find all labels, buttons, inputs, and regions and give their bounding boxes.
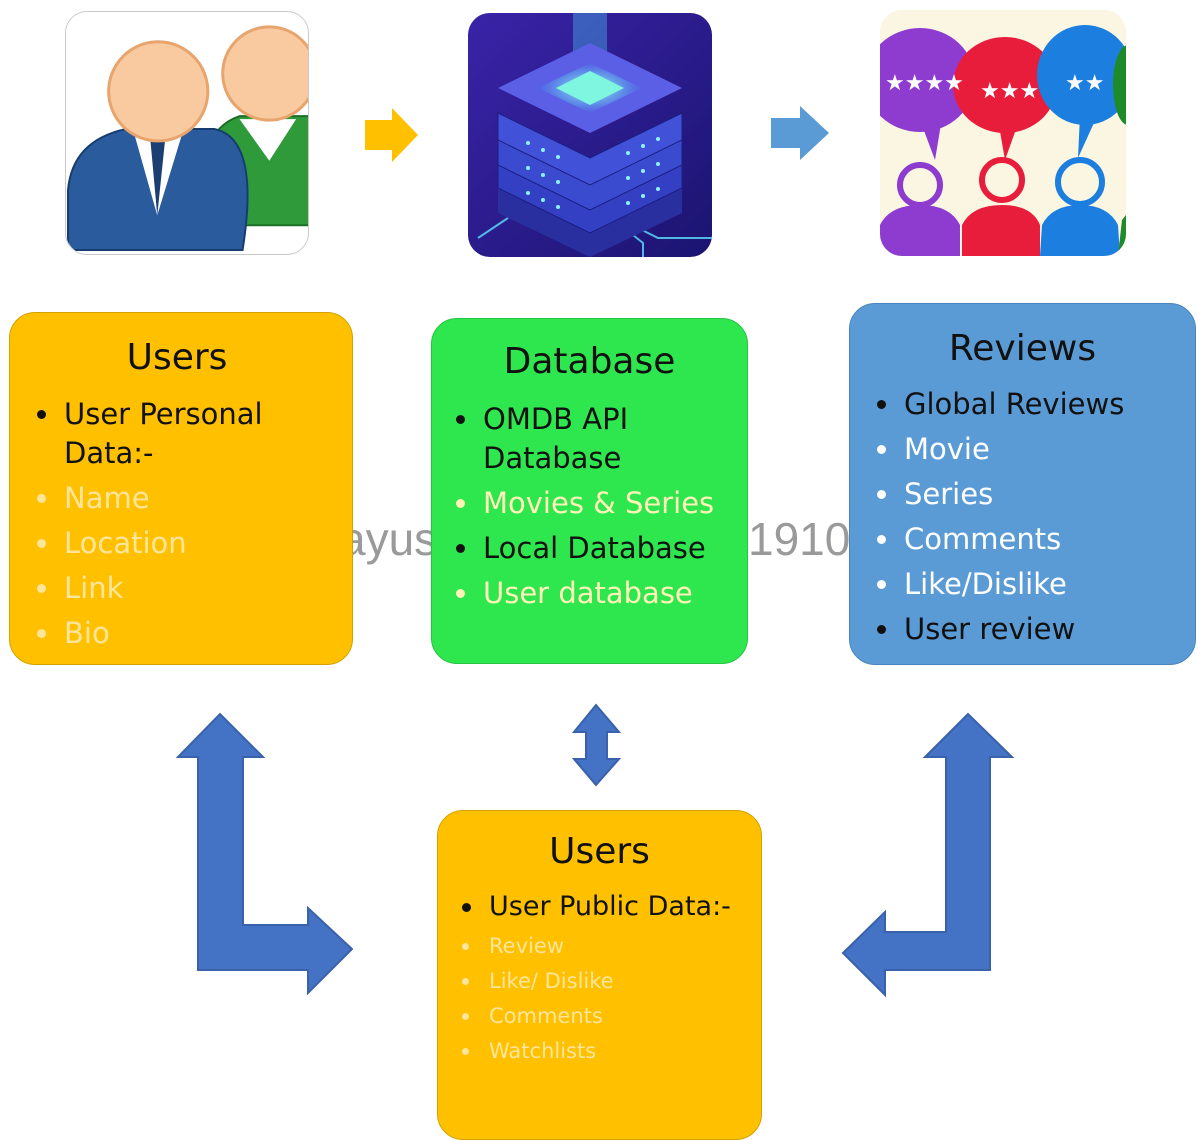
l-shaped-arrow-icon [175, 712, 354, 996]
reviews-box: Reviews Global Reviews Movie Series Comm… [849, 303, 1196, 665]
list-item: User review [877, 610, 1195, 649]
svg-text:★★★: ★★★ [980, 79, 1039, 104]
list-item: User Public Data:- [462, 890, 761, 924]
list-item: User database [456, 574, 747, 613]
list-item: Watchlists [462, 1037, 761, 1066]
users-personal-list: User Personal Data:- Name Location Link … [37, 395, 352, 653]
svg-text:★★: ★★ [1065, 71, 1104, 96]
users-personal-data-box: Users User Personal Data:- Name Location… [9, 312, 353, 665]
double-arrow-icon [571, 703, 622, 787]
arrow-right-icon [365, 108, 418, 162]
list-item: Comments [462, 1002, 761, 1031]
l-shaped-arrow-icon [841, 712, 1015, 998]
list-item: Movies & Series [456, 484, 747, 523]
box-title: Users [126, 337, 228, 378]
list-item: Series [877, 475, 1195, 514]
list-item: Bio [37, 614, 352, 653]
box-title: Database [503, 341, 676, 382]
list-item: Like/Dislike [877, 565, 1195, 604]
review-speech-bubbles-icon: ★★★★ ★★★ ★★ [880, 10, 1126, 256]
database-box: Database OMDB API Database Movies & Seri… [431, 318, 748, 664]
list-item: Comments [877, 520, 1195, 559]
users-group-icon [65, 11, 309, 255]
watermark-left: ayus [340, 513, 438, 565]
reviews-list: Global Reviews Movie Series Comments Lik… [877, 385, 1195, 649]
list-item: Global Reviews [877, 385, 1195, 424]
list-item: Local Database [456, 529, 747, 568]
list-item: OMDB API Database [456, 400, 747, 478]
list-item: Movie [877, 430, 1195, 469]
list-item: Review [462, 932, 761, 961]
users-public-list: User Public Data:- Review Like/ Dislike … [462, 890, 761, 1066]
users-public-data-box: Users User Public Data:- Review Like/ Di… [437, 810, 762, 1140]
list-item: Link [37, 569, 352, 608]
database-list: OMDB API Database Movies & Series Local … [456, 400, 747, 613]
watermark-right: 1910 [748, 513, 851, 565]
box-title: Reviews [948, 328, 1097, 369]
list-item: Like/ Dislike [462, 967, 761, 996]
list-item: Location [37, 524, 352, 563]
box-title: Users [549, 831, 650, 872]
list-item: Name [37, 479, 352, 518]
svg-text:★★★★: ★★★★ [885, 71, 964, 96]
server-database-icon [468, 13, 712, 257]
list-item: User Personal Data:- [37, 395, 352, 473]
arrow-right-icon [771, 106, 829, 160]
